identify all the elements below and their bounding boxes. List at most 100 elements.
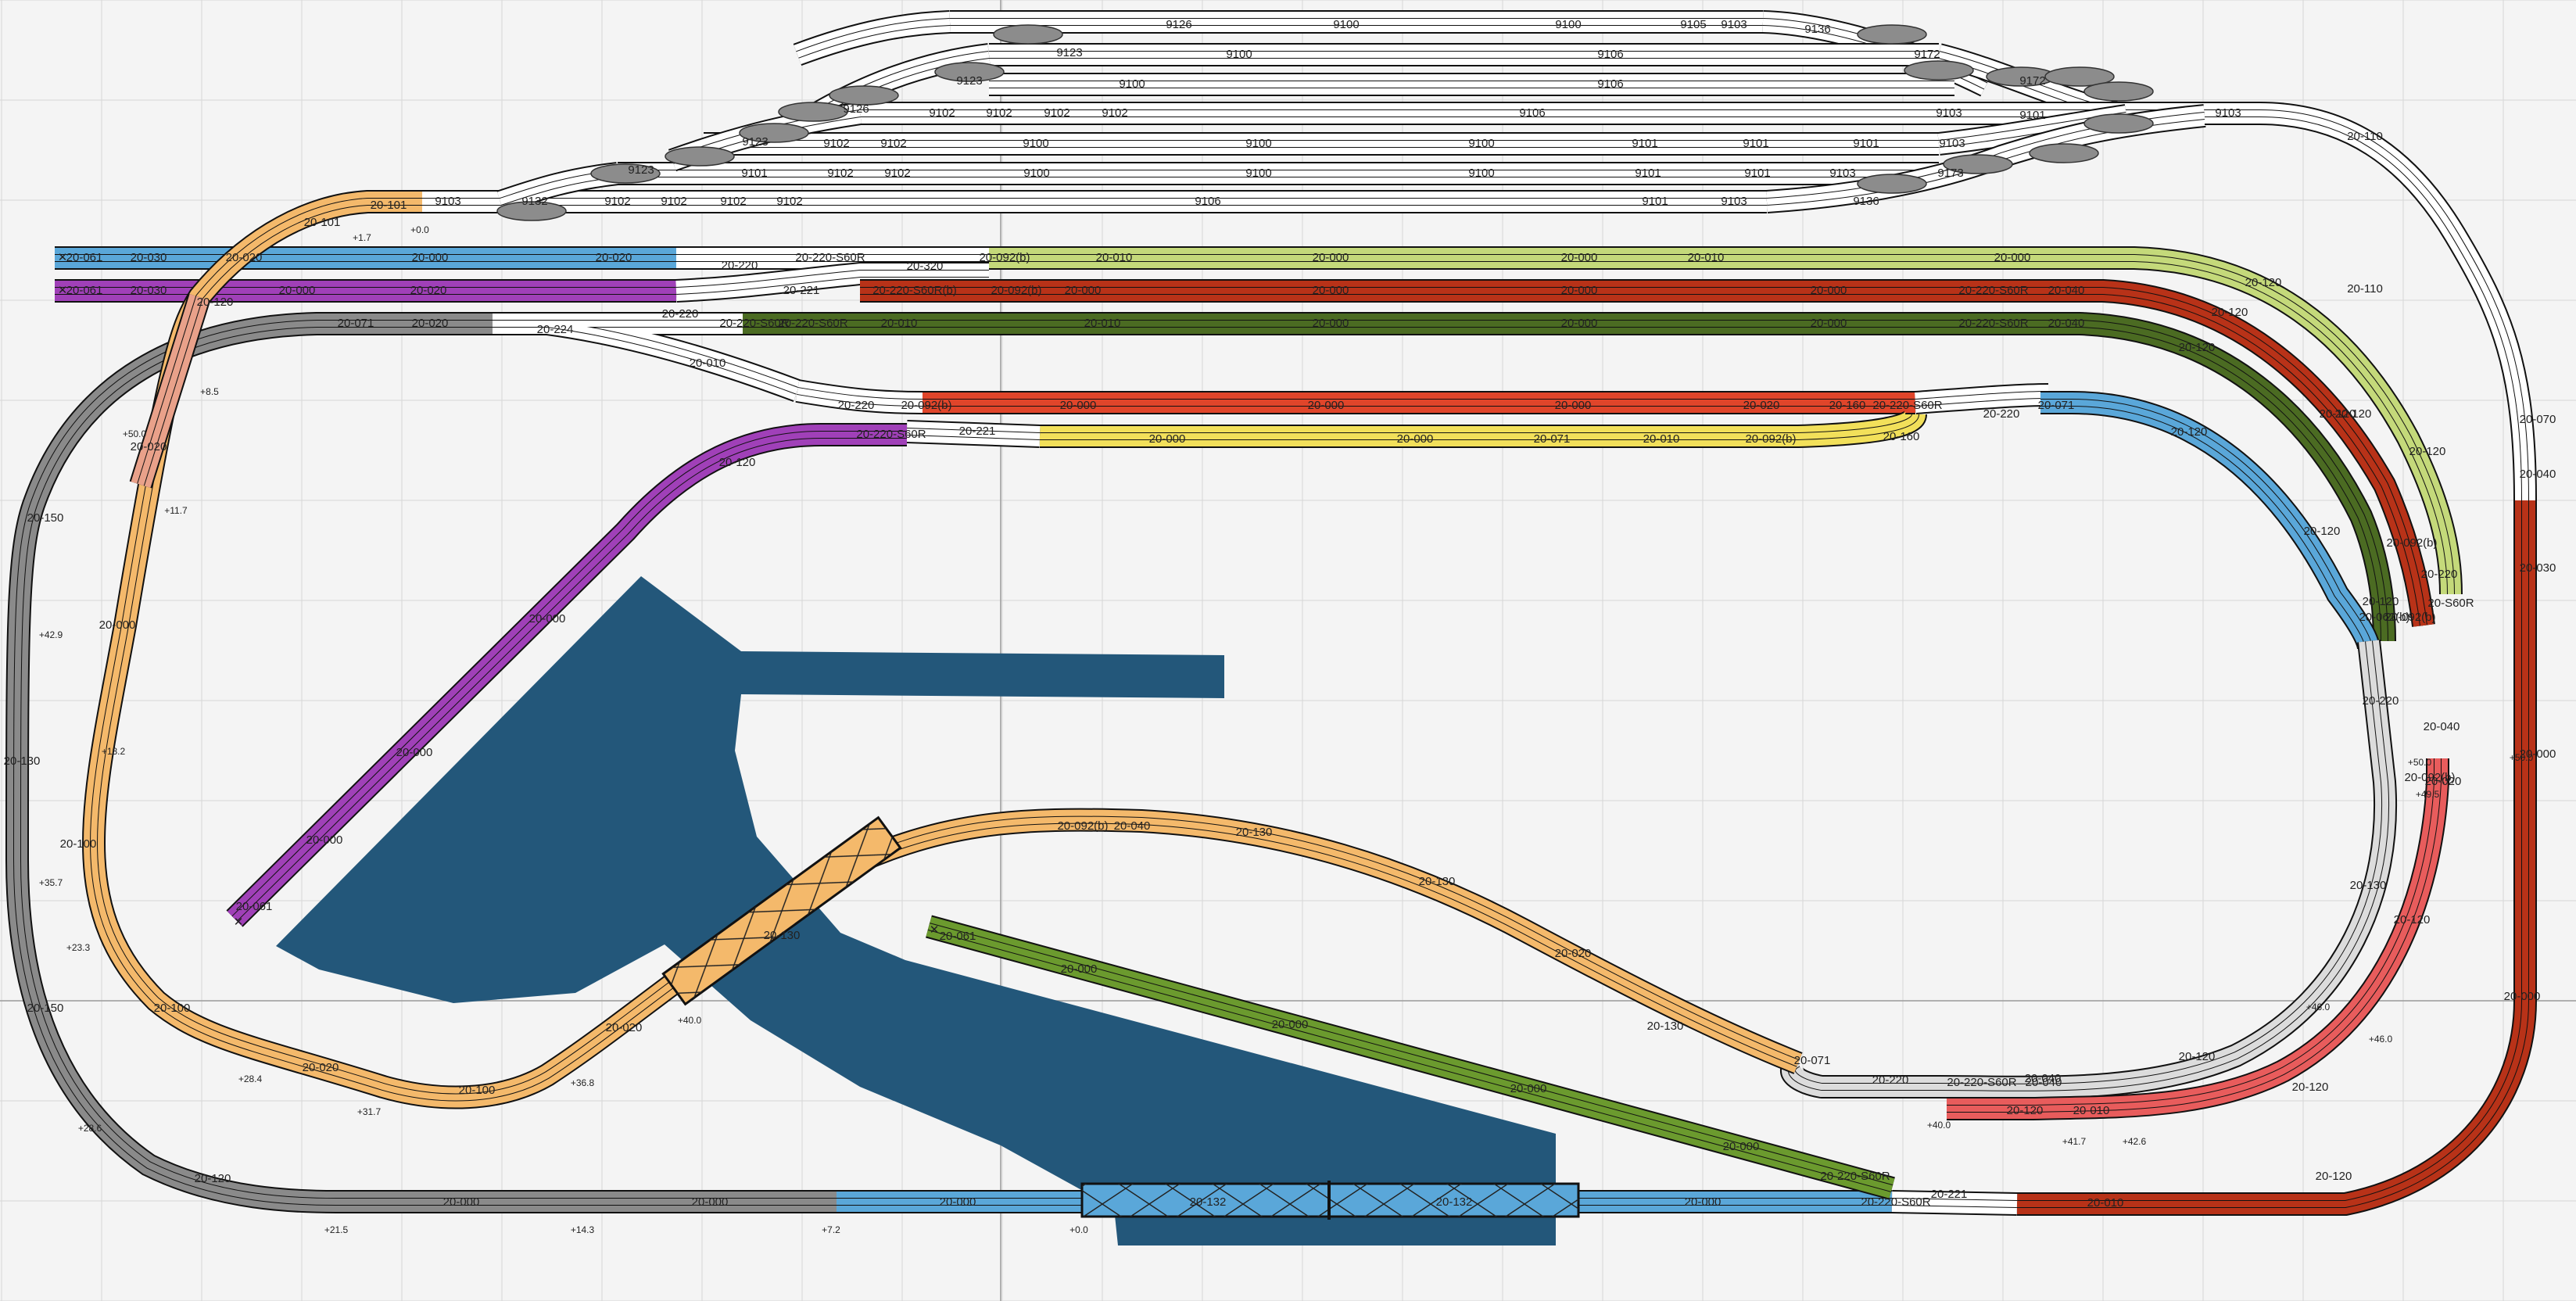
track-label: 9100 (1119, 77, 1145, 91)
track-label: 20-120 (2179, 1050, 2216, 1063)
track-label: +11.7 (164, 505, 188, 516)
track-label: 20-221 (959, 425, 996, 438)
track-label: 20-220 (1983, 407, 2020, 421)
track-label: 20-000 (1272, 1018, 1309, 1031)
lime-line (989, 246, 2463, 595)
track-bumper (778, 102, 848, 122)
purple-top-switch-rails-fill (675, 271, 989, 294)
track-label: 9172 (2019, 74, 2045, 88)
track-label: +46.0 (2369, 1034, 2393, 1045)
track-label: 20-000 (1313, 317, 1349, 330)
track-label: 9132 (521, 195, 547, 208)
track-label: 9102 (823, 137, 849, 150)
track-label: 20-130 (764, 929, 801, 942)
buffer-stop-icon: ✕ (58, 251, 68, 264)
bridge-truss-upper (663, 817, 901, 1005)
track-label: 20-120 (2335, 407, 2372, 421)
track-label: 20-220-S60R (1820, 1170, 1890, 1183)
track-label: 9136 (1804, 23, 1830, 36)
track-label: 20-120 (2292, 1081, 2329, 1094)
track-label: 20-000 (1555, 399, 1592, 412)
track-bumper (739, 123, 809, 143)
track-label: 20-220-S60R (1947, 1076, 2016, 1089)
track-label: +50.0 (123, 428, 147, 439)
track-bumper (1943, 154, 2013, 174)
track-label: 20-000 (443, 1195, 480, 1209)
track-bumper (2083, 113, 2154, 134)
track-label: 20-110 (2347, 282, 2383, 296)
buffer-stop-icon: ✕ (930, 923, 940, 937)
track-bumper (2044, 66, 2115, 87)
track-label: 20-120 (197, 296, 234, 309)
track-label: 20-020 (412, 317, 449, 330)
track-label: 20-S60R (2427, 597, 2474, 610)
track-label: +42.9 (39, 629, 63, 640)
track-label: 20-220 (2363, 694, 2399, 708)
track-bumper (2083, 81, 2154, 102)
track-label: 20-000 (1561, 317, 1598, 330)
track-bumper (496, 201, 567, 221)
track-label: 9101 (1635, 167, 1661, 180)
track-label: 9100 (1023, 167, 1049, 180)
track-bumper (1857, 24, 1927, 45)
track-label: 20-010 (1096, 251, 1133, 264)
track-label: 20-020 (303, 1061, 339, 1074)
light-gray-loop-rails-fill (1789, 640, 2388, 1091)
orange-ramp-rails-fill (138, 296, 202, 486)
track-label: 9103 (1721, 18, 1747, 31)
orange-red-ends (795, 379, 2049, 414)
track-label: 20-061 (940, 930, 976, 943)
track-label: 20-000 (1149, 432, 1186, 446)
track-label: +14.3 (571, 1224, 595, 1235)
track-label: 20-040 (2025, 1072, 2062, 1085)
track-label: 9100 (1226, 48, 1252, 61)
purple-diag-line-rails-fill (232, 432, 907, 921)
track-label: 20-061 (66, 284, 103, 297)
track-label: 20-000 (279, 284, 316, 297)
track-label: 20-221 (1931, 1188, 1968, 1201)
track-label: 20-020 (131, 440, 167, 453)
track-label: 20-220-S60R (856, 428, 926, 441)
track-label: 20-220 (838, 399, 875, 412)
track-label: 20-040 (2048, 284, 2085, 297)
track-label: 20-000 (1397, 432, 1434, 446)
track-label: 20-000 (1811, 317, 1847, 330)
track-label: +46.0 (2306, 1002, 2331, 1012)
track-label: 9173 (1937, 167, 1963, 180)
track-label: 9100 (1023, 137, 1048, 150)
bridge-lower (1080, 1181, 1580, 1220)
track-label: 20-220-S60R (1958, 284, 2028, 297)
track-bumper (993, 24, 1063, 45)
track-label: 20-092(b) (2386, 536, 2437, 550)
track-label: 20-150 (27, 1002, 64, 1015)
track-label: 20-010 (1084, 317, 1121, 330)
track-label: 20-010 (1643, 432, 1680, 446)
track-label: 20-000 (2520, 747, 2556, 761)
track-label: 20-000 (1723, 1140, 1760, 1153)
track-label: +0.0 (410, 224, 429, 235)
track-label: 20-100 (154, 1002, 191, 1015)
track-label: 20-000 (1561, 284, 1598, 297)
track-label: +31.7 (357, 1106, 382, 1117)
yellow-line (1040, 409, 1927, 448)
track-label: 20-220 (2421, 568, 2458, 581)
track-label: 20-070 (2520, 413, 2556, 426)
track-label: 9102 (880, 137, 906, 150)
purple-top-switch (675, 262, 989, 303)
track-label: 20-101 (304, 216, 341, 229)
track-label: 20-061 (66, 251, 103, 264)
track-label: 9100 (1245, 167, 1271, 180)
track-label: 20-221 (783, 284, 820, 297)
track-label: 20-000 (306, 833, 343, 847)
track-label: 9100 (1333, 18, 1359, 31)
red-top-line-rails-fill (860, 288, 2427, 626)
track-label: 20-030 (131, 284, 167, 297)
track-label: +41.7 (2062, 1136, 2087, 1147)
track-label: 20-000 (1308, 399, 1345, 412)
track-label: +1.7 (353, 232, 371, 243)
water-shape (276, 576, 1556, 1245)
track-label: 20-010 (2073, 1104, 2110, 1117)
track-label: 20-000 (99, 618, 136, 632)
track-label: 20-130 (4, 754, 41, 768)
